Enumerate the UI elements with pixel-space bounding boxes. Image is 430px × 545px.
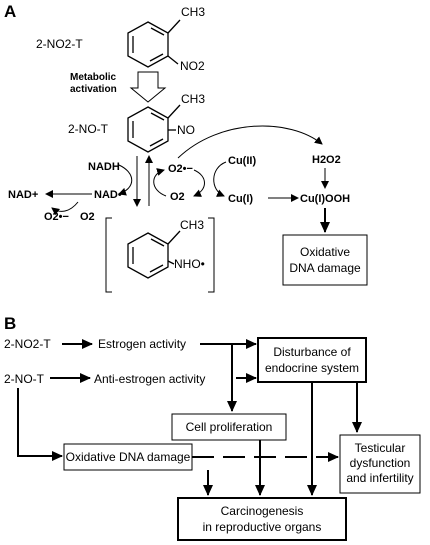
testicular-line3: and infertility: [346, 471, 413, 485]
o2-left-label: O2: [80, 211, 95, 223]
estrogen-activity-label: Estrogen activity: [98, 337, 186, 351]
carcinogenesis-line1: Carcinogenesis: [221, 504, 304, 518]
right-bracket: [208, 217, 215, 293]
mol3-ch3-label: CH3: [180, 218, 204, 232]
mol1-ch3-label: CH3: [181, 5, 205, 19]
oxidative-dna-damage-box-a: [282, 234, 368, 286]
antiestrogen-activity-label: Anti-estrogen activity: [94, 372, 205, 386]
molecule-nitroxyl-radical: [127, 230, 181, 279]
molecule-2-no2-t: [127, 19, 181, 68]
compound1-label: 2-NO2-T: [4, 337, 51, 351]
oxidative-dna-damage-box-b: [63, 443, 193, 471]
mol1-group-label: NO2: [180, 59, 205, 73]
panel-b-label: B: [4, 314, 16, 333]
damage-box-line1: Oxidative: [300, 245, 350, 259]
carcinogenesis-box: [177, 497, 347, 541]
testicular-line2: dysfunction: [350, 456, 411, 470]
disturbance-line2: endocrine system: [265, 361, 359, 375]
cell-proliferation-box: [171, 413, 287, 441]
cell-proliferation-label: Cell proliferation: [186, 420, 273, 434]
testicular-box: [339, 434, 421, 494]
left-bracket: [105, 217, 112, 293]
mol2-name: 2-NO-T: [68, 122, 109, 136]
nadh-label: NADH: [88, 161, 120, 173]
o2-radical-to-h2o2-arrow: [177, 125, 323, 159]
cu1-label: Cu(I): [228, 193, 253, 205]
disturbance-line1: Disturbance of: [273, 345, 351, 359]
compound2-to-damage-arrow: [17, 388, 63, 461]
mol1-name: 2-NO2-T: [36, 37, 83, 51]
o2-radical-label: O2•−: [168, 163, 193, 175]
o2-radical-left-label: O2•−: [44, 211, 69, 223]
mol2-ch3-label: CH3: [181, 92, 205, 106]
ox-damage-label: Oxidative DNA damage: [66, 450, 191, 464]
molecule-2-no-t: [127, 104, 181, 153]
metabolic-activation-arrow: [129, 71, 167, 103]
activation-line2: activation: [70, 84, 117, 95]
nadh-curved-arrow: [118, 164, 133, 196]
h2o2-label: H2O2: [312, 154, 341, 166]
activation-line1: Metabolic: [70, 72, 117, 83]
mol3-group-label: NHO•: [174, 257, 205, 271]
panel-a-label: A: [4, 2, 16, 21]
testicular-line1: Testicular: [355, 441, 406, 455]
nad-radical-label: NAD•: [94, 189, 122, 201]
o2-reduction-arrow: [153, 168, 167, 197]
o2-label: O2: [170, 191, 185, 203]
o2-radical-to-cu-arrow: [193, 169, 205, 197]
carcinogenesis-line2: in reproductive organs: [203, 520, 322, 534]
mol2-group-label: NO: [177, 123, 195, 137]
cuooh-label: Cu(I)OOH: [300, 193, 350, 205]
nad-o2-curved-arrow: [51, 201, 79, 216]
nad-plus-label: NAD+: [8, 189, 38, 201]
cu-reduction-arrow: [213, 161, 227, 197]
damage-box-line2: DNA damage: [289, 261, 361, 275]
cu2-label: Cu(II): [228, 155, 256, 167]
compound2-label: 2-NO-T: [4, 372, 45, 386]
